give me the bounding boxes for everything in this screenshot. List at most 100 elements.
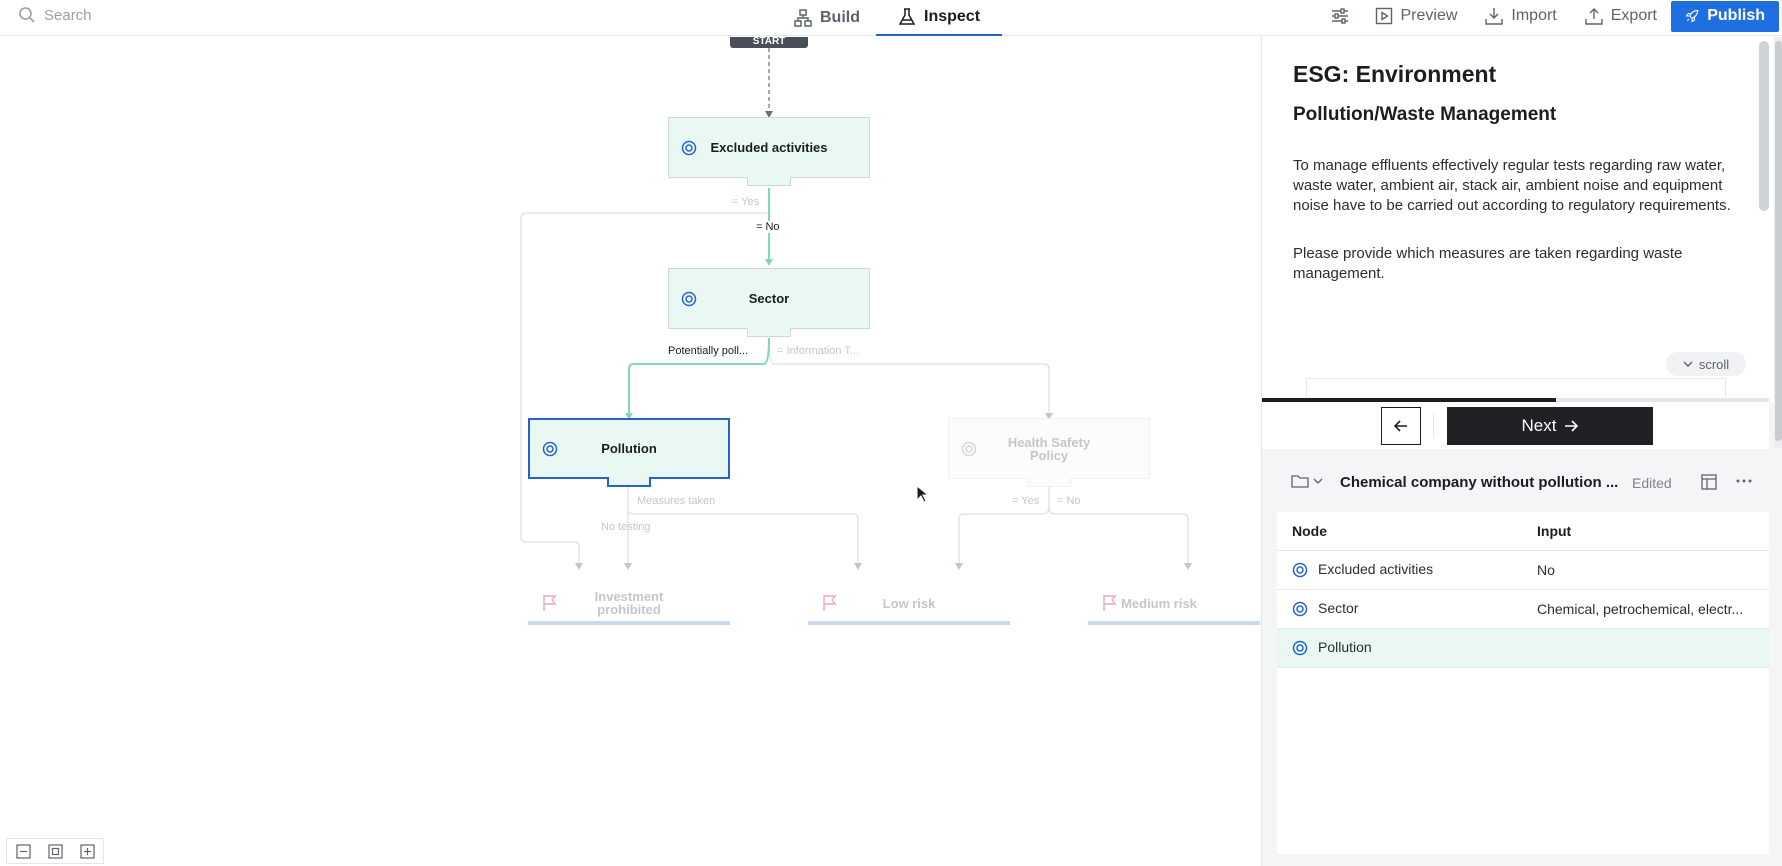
more-icon[interactable] — [1735, 472, 1753, 490]
scenario-status: Edited — [1632, 475, 1672, 491]
start-marker: START — [730, 37, 808, 48]
inspect-panel: ESG: Environment Pollution/Waste Managem… — [1261, 37, 1782, 866]
column-header-input: Input — [1522, 512, 1769, 551]
flask-icon — [898, 8, 916, 25]
node-cell: Sector — [1277, 589, 1522, 629]
table-row[interactable]: Sector Chemical, petrochemical, electr..… — [1277, 589, 1769, 629]
node-tail — [747, 177, 791, 186]
preview-button[interactable]: Preview — [1361, 0, 1472, 32]
result-investment-prohibited[interactable]: Investment prohibited — [528, 585, 730, 625]
edge-label-information: = Information T... — [777, 345, 860, 357]
tab-inspect-label: Inspect — [924, 8, 981, 25]
zoom-in-icon — [79, 843, 95, 859]
scenario-table: Node Input Excluded activities No Sector… — [1277, 512, 1769, 668]
search-placeholder[interactable]: Search — [44, 6, 92, 24]
node-pollution[interactable]: Pollution — [528, 418, 730, 487]
chevron-down-icon — [1683, 361, 1693, 367]
preview-subtitle: Pollution/Waste Management — [1293, 104, 1557, 125]
next-button[interactable]: Next — [1447, 407, 1653, 445]
node-name: Pollution — [1318, 638, 1372, 655]
progress-fill — [1262, 398, 1557, 402]
sliders-icon — [1331, 8, 1348, 24]
edge-label-measures: Measures taken — [637, 495, 716, 507]
scroll-label: scroll — [1698, 356, 1730, 372]
scroll-hint-button[interactable]: scroll — [1666, 352, 1746, 376]
edge-label-yes: = Yes — [732, 196, 760, 208]
target-icon — [961, 441, 977, 456]
target-icon — [681, 291, 697, 306]
result-low-risk[interactable]: Low risk — [808, 585, 1010, 625]
preview-paragraph: To manage effluents effectively regular … — [1293, 157, 1731, 214]
back-button[interactable] — [1381, 407, 1421, 445]
result-bar — [808, 621, 1010, 625]
flag-icon — [823, 595, 837, 611]
divider — [1433, 414, 1434, 438]
column-header-node: Node — [1277, 512, 1522, 551]
flag-icon — [1103, 595, 1117, 611]
table-header-row: Node Input — [1277, 512, 1769, 551]
tab-build-label: Build — [820, 9, 860, 26]
zoom-out-icon — [15, 843, 31, 859]
scenario-folder-dropdown[interactable] — [1291, 474, 1323, 488]
target-icon — [681, 140, 697, 155]
input-cell: No — [1522, 550, 1769, 590]
scenario-title[interactable]: Chemical company without pollution ... — [1340, 474, 1619, 491]
mouse-cursor — [916, 485, 928, 503]
edge-label-no-testing: No testing — [601, 521, 651, 533]
zoom-out-button[interactable] — [7, 839, 39, 863]
target-icon — [1292, 601, 1308, 617]
edge-layer — [520, 48, 1192, 570]
panel-scrollbar[interactable] — [1774, 37, 1782, 448]
folder-icon — [1291, 475, 1309, 488]
result-label: Medium risk — [1121, 595, 1197, 611]
edge-health-no — [1048, 506, 1189, 567]
toolbar-actions: Preview Import Export Publish — [1319, 0, 1782, 32]
download-icon — [1485, 8, 1504, 25]
import-button[interactable]: Import — [1471, 0, 1570, 32]
result-medium-risk[interactable]: Medium risk — [1088, 585, 1260, 625]
flow-canvas[interactable]: START Excluded activities Sector Polluti… — [0, 37, 1260, 866]
node-cell: Pollution — [1277, 628, 1522, 668]
export-button[interactable]: Export — [1571, 0, 1671, 32]
flag-icon — [543, 595, 557, 611]
table-row-selected[interactable]: Pollution — [1277, 628, 1769, 668]
scenario-header: Chemical company without pollution ... E… — [1262, 462, 1769, 502]
target-icon — [1292, 640, 1308, 656]
node-health-safety-policy[interactable]: Health Safety Policy — [948, 418, 1150, 487]
node-excluded-activities[interactable]: Excluded activities — [668, 117, 870, 186]
tab-inspect[interactable]: Inspect — [876, 0, 1002, 36]
input-cell: Chemical, petrochemical, electr... — [1522, 589, 1769, 629]
preview-scrollbar[interactable] — [1759, 41, 1769, 211]
node-tail — [1027, 478, 1071, 487]
filters-button[interactable] — [1319, 0, 1361, 32]
preview-label: Preview — [1400, 7, 1458, 24]
tab-build[interactable]: Build — [780, 0, 876, 36]
question-preview[interactable]: ESG: Environment Pollution/Waste Managem… — [1262, 37, 1782, 402]
export-label: Export — [1610, 7, 1657, 24]
fit-view-button[interactable] — [39, 839, 71, 863]
preview-title: ESG: Environment — [1293, 61, 1497, 87]
zoom-controls — [6, 838, 104, 864]
node-cell: Excluded activities — [1277, 550, 1522, 590]
zoom-in-button[interactable] — [71, 839, 103, 863]
next-label: Next — [1521, 416, 1557, 435]
search-icon — [19, 7, 35, 23]
fit-icon — [47, 843, 63, 859]
node-label: Health Safety Policy — [1007, 434, 1091, 463]
chevron-down-icon — [1313, 478, 1323, 484]
layout-icon[interactable] — [1701, 474, 1717, 490]
edge-label-no: = No — [756, 221, 780, 233]
target-icon — [542, 441, 558, 456]
node-sector[interactable]: Sector — [668, 268, 870, 337]
panel-scrollbar-thumb[interactable] — [1775, 41, 1782, 441]
upload-icon — [1585, 8, 1603, 25]
search-box[interactable]: Search — [18, 0, 92, 30]
table-background — [1277, 666, 1769, 854]
answer-field-partial[interactable] — [1306, 378, 1726, 402]
publish-button[interactable]: Publish — [1671, 0, 1779, 32]
target-icon — [1292, 562, 1308, 578]
table-row[interactable]: Excluded activities No — [1277, 550, 1769, 590]
edge-health-yes — [958, 477, 1050, 567]
edge-excluded-yes — [520, 212, 769, 567]
result-label: Low risk — [882, 595, 936, 611]
